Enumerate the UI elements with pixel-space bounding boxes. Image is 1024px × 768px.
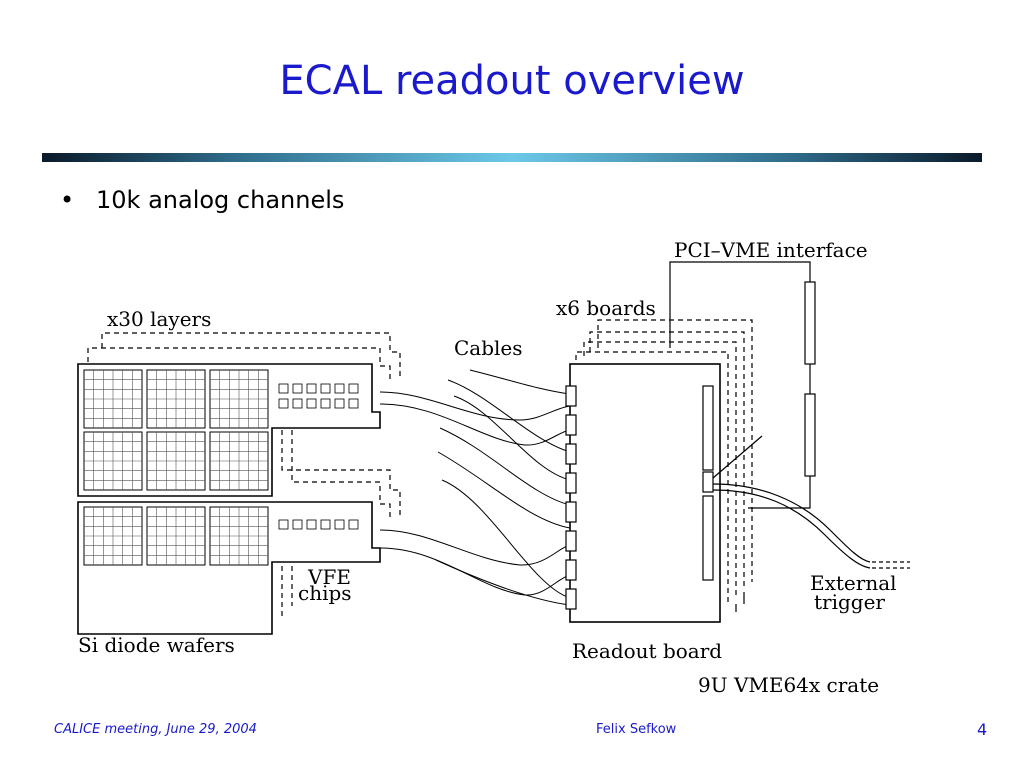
board-trigger-connector [702,471,714,493]
cable-7 [439,427,571,506]
vfe-chip [292,519,303,530]
si-wafer [209,431,269,491]
si-wafer [146,369,206,429]
label-cables: Cables [454,336,523,360]
vfe-chip [348,519,359,530]
trigger-cable-a [712,483,871,563]
label-readout-board: Readout board [572,639,722,663]
trigger-cable-dash [872,561,910,569]
label-trigger: trigger [814,590,885,614]
cable-1 [379,391,571,421]
label-si-wafers: Si diode wafers [78,633,235,657]
board-connector [565,588,577,610]
cable-10 [435,559,571,606]
cable-9 [441,479,571,599]
si-wafer [146,431,206,491]
footer-event: CALICE meeting, June 29, 2004 [54,722,257,737]
cable-11 [469,369,571,395]
si-wafer [83,369,143,429]
label-crate: 9U VME64x crate [698,673,879,697]
board-connector [565,385,577,407]
layer-outline-front [87,347,391,380]
crate-outline [735,592,745,612]
vfe-chip [306,519,317,530]
si-wafer [83,506,143,566]
label-vfe: VFE [307,565,351,589]
vfe-chip [292,398,303,409]
board-backplane-lower [702,495,714,581]
cable-3 [379,529,571,566]
vfe-chip [348,383,359,394]
readout-board [569,363,721,623]
si-wafer [209,506,269,566]
title-divider [42,153,982,162]
vfe-chip [334,398,345,409]
label-pci-vme: PCI–VME interface [674,238,868,262]
page-number: 4 [977,720,988,739]
si-wafer [209,369,269,429]
si-wafer [146,506,206,566]
board-outline-6 [597,319,753,582]
trigger-slash [712,435,763,479]
vfe-chip-rows [278,383,359,530]
bullet-marker: • [60,186,75,214]
cable-4 [379,547,571,596]
label-x6-boards: x6 boards [556,296,656,320]
bullet-item: 10k analog channels [96,186,345,214]
slide-title: ECAL readout overview [279,58,745,104]
board-connector [565,472,577,494]
vfe-chip [306,398,317,409]
detector-unit-bottom [77,501,381,635]
label-external: External [810,571,897,595]
vfe-chip [306,383,317,394]
board-connectors [565,385,577,610]
layer-outline-mid-back [281,430,401,518]
cable-5 [447,379,571,453]
pci-vme-module-upper [804,281,816,365]
vfe-chip [278,519,289,530]
board-connector [565,501,577,523]
cable-6 [453,395,571,481]
layer-outline-back [101,332,401,380]
cable-8 [437,451,571,529]
board-backplane-upper [702,385,714,471]
layer-outline-mid-front [291,430,391,518]
vfe-chip [320,519,331,530]
pci-vme-link [669,261,811,509]
footer-author: Felix Sefkow [596,722,677,737]
board-outline-4 [583,341,737,598]
detector-unit-top [77,363,381,497]
trigger-cable-b [712,489,871,569]
label-chips: chips [298,581,352,605]
si-wafer-grids [83,369,269,566]
vfe-chip [320,398,331,409]
board-connector [565,414,577,436]
vfe-chip [278,383,289,394]
vfe-chip [348,398,359,409]
vfe-chip [292,383,303,394]
vfe-chip [334,383,345,394]
pci-vme-module-lower [804,393,816,477]
board-outline-3 [575,351,729,606]
label-x30-layers: x30 layers [107,307,211,331]
cable-2 [379,403,571,446]
vfe-chip [278,398,289,409]
board-connector [565,530,577,552]
si-wafer [83,431,143,491]
vfe-chip [334,519,345,530]
board-connector [565,443,577,465]
layer-outline-bottom [281,566,293,618]
vfe-chip [320,383,331,394]
board-connector [565,559,577,581]
